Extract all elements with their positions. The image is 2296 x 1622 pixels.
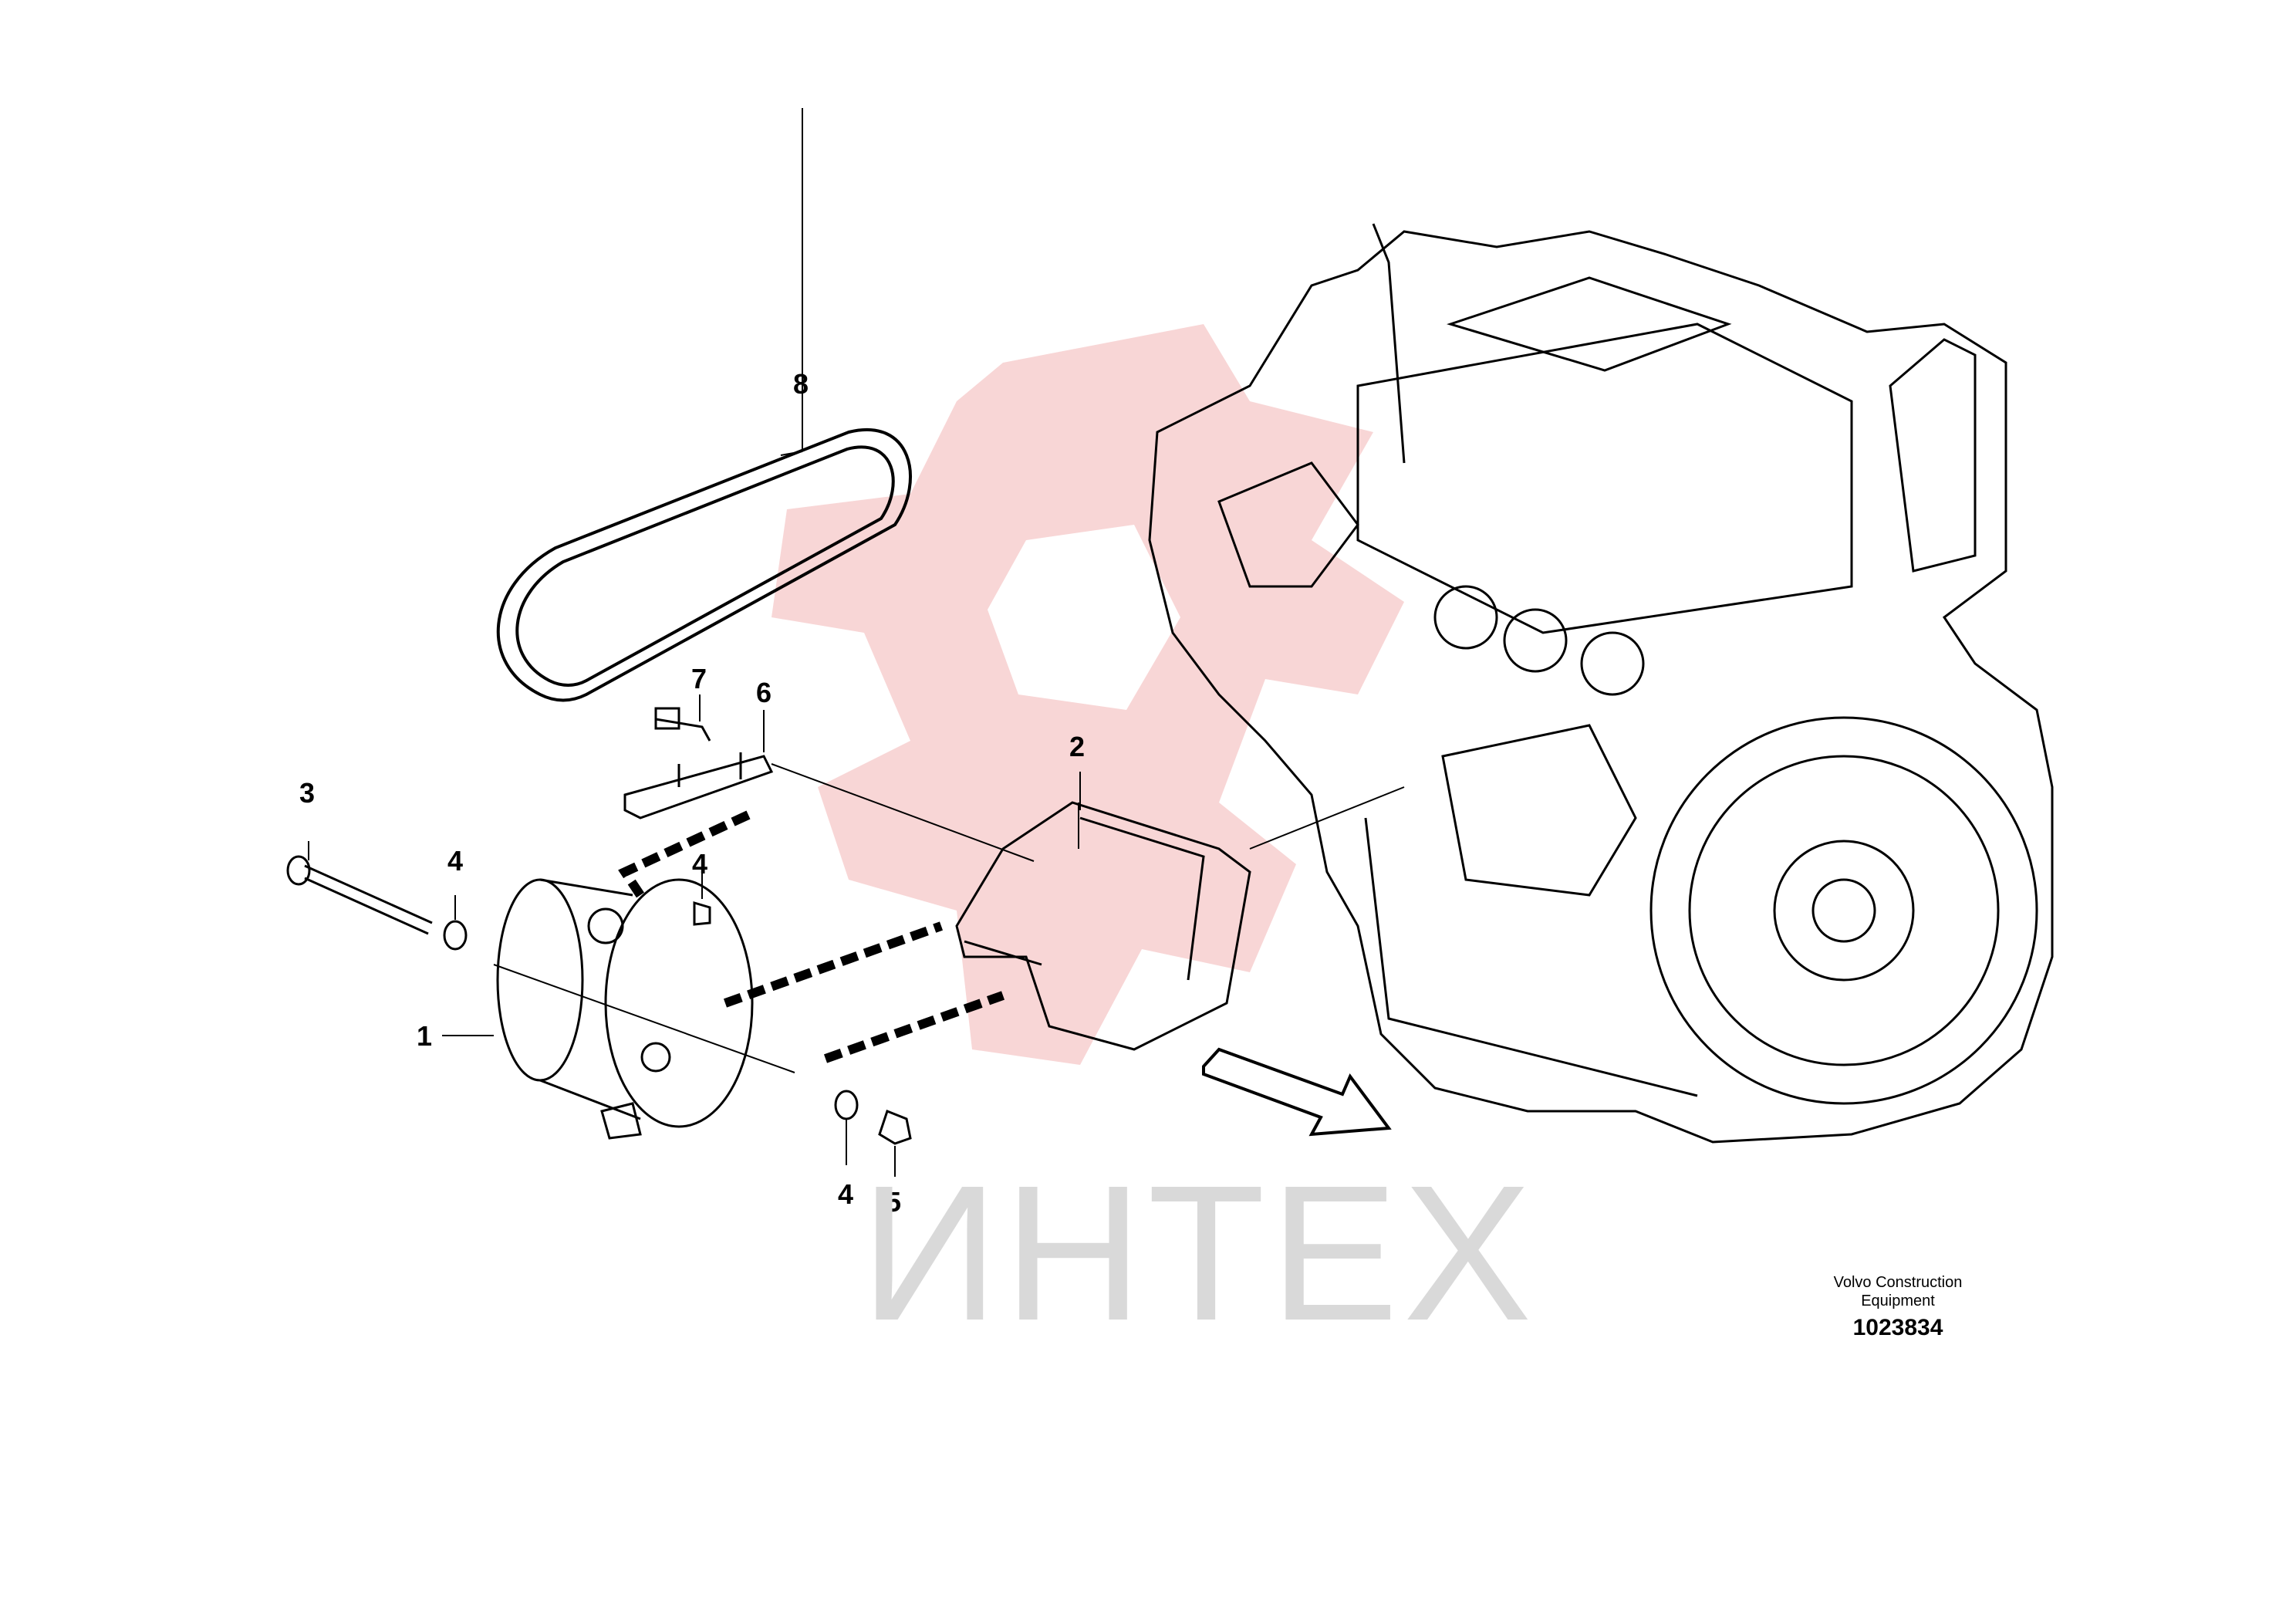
callout-4-upper-left: 4 [447, 845, 463, 877]
long-bolt [286, 855, 433, 935]
ac-compressor [496, 878, 754, 1140]
assembly-dashed-lines [618, 810, 1005, 1063]
watermark-text: ИНТЕХ [860, 1145, 1537, 1360]
callout-7: 7 [691, 663, 707, 694]
drive-belt [496, 427, 912, 702]
belt-tensioner [623, 707, 774, 819]
leader-lines [308, 108, 1405, 1177]
caption-line-1: Volvo Construction [1833, 1274, 1963, 1291]
caption-line-2: Equipment [1861, 1293, 1935, 1309]
callout-1: 1 [417, 1020, 432, 1052]
engine-assembly [1148, 223, 2054, 1144]
callout-4-lower: 4 [838, 1178, 853, 1210]
callout-6: 6 [756, 677, 772, 708]
callout-8: 8 [793, 368, 809, 400]
manufacturer-caption: Volvo Construction Equipment [1774, 1273, 2021, 1310]
washers-and-nut [443, 901, 912, 1145]
callout-3: 3 [299, 777, 315, 809]
diagram-number: 1023834 [1852, 1315, 1943, 1340]
callout-2: 2 [1069, 731, 1085, 762]
watermark-logo-inner [988, 525, 1180, 710]
callout-4-upper-right: 4 [692, 848, 707, 880]
direction-arrow [1202, 1047, 1392, 1137]
compressor-bracket [955, 801, 1251, 1051]
callout-5: 5 [886, 1186, 901, 1218]
